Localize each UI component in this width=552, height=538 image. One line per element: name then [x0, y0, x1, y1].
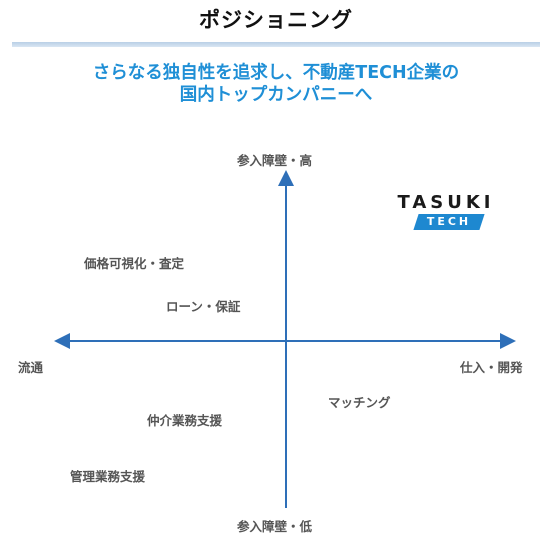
axis-label-left: 流通	[18, 360, 44, 375]
axis-label-right: 仕入・開発	[460, 360, 523, 375]
subtitle-line-1: さらなる独自性を追求し、不動産TECH企業の	[92, 63, 460, 83]
logo-bar: TECH	[413, 214, 485, 230]
item-loan-guarantee: ローン・保証	[166, 299, 241, 314]
title-divider	[12, 42, 540, 47]
axis-label-bottom: 参入障壁・低	[237, 519, 313, 534]
page-title: ポジショニング	[199, 8, 353, 32]
item-management-support: 管理業務支援	[70, 469, 146, 484]
tasuki-tech-logo: TASUKI TECH	[386, 192, 506, 234]
item-matching: マッチング	[328, 395, 391, 410]
subtitle-line-2: 国内トップカンパニーへ	[179, 85, 373, 105]
item-brokerage-support: 仲介業務支援	[147, 413, 223, 428]
axis-label-top: 参入障壁・高	[237, 153, 313, 168]
logo-wordmark: TASUKI	[397, 192, 495, 213]
logo-subtext: TECH	[426, 215, 472, 228]
subtitle: さらなる独自性を追求し、不動産TECH企業の 国内トップカンパニーへ	[0, 62, 552, 106]
item-price-visualization: 価格可視化・査定	[84, 256, 185, 271]
